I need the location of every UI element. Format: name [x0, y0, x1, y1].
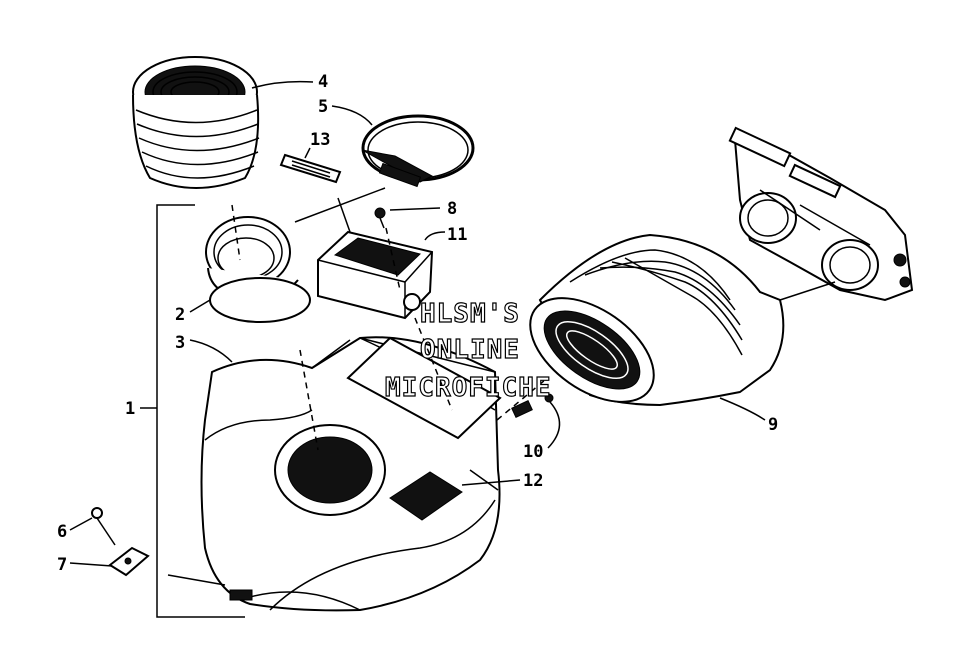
carburetor-assembly [728, 126, 914, 302]
callout-9: 9 [768, 415, 778, 435]
watermark-line-1: HLSM'S [420, 299, 520, 329]
part-2-adapter [205, 216, 311, 323]
callout-8: 8 [447, 199, 457, 219]
callout-13: 13 [310, 130, 330, 150]
part-8-screw [374, 207, 386, 229]
callout-2: 2 [175, 305, 185, 325]
callout-12: 12 [523, 471, 543, 491]
watermark-line-3: MICROFICHE [385, 373, 552, 403]
callout-11: 11 [447, 225, 467, 245]
part-13-strip [279, 153, 342, 184]
callout-6: 6 [57, 522, 67, 542]
part-7-bracket [108, 546, 150, 577]
watermark-line-2: ONLINE [420, 335, 520, 365]
part-12-decal [389, 471, 463, 521]
part-6-screw [91, 507, 116, 546]
callout-4: 4 [318, 72, 328, 92]
callout-7: 7 [57, 555, 67, 575]
part-11-box [317, 230, 434, 320]
callout-labels: 1 2 3 4 5 6 7 8 9 10 11 12 13 [57, 72, 778, 575]
part-9-duct [529, 233, 785, 407]
callout-5: 5 [318, 97, 328, 117]
watermark: HLSM'S ONLINE MICROFICHE [384, 298, 552, 403]
part-10-clip [511, 393, 554, 418]
part-4-hose [132, 56, 260, 189]
part-5-clamp [361, 114, 475, 188]
callout-10: 10 [523, 442, 543, 462]
callout-3: 3 [175, 333, 185, 353]
leader-lines [69, 80, 836, 618]
part-1-airbox [200, 336, 502, 612]
callout-1: 1 [125, 399, 135, 419]
